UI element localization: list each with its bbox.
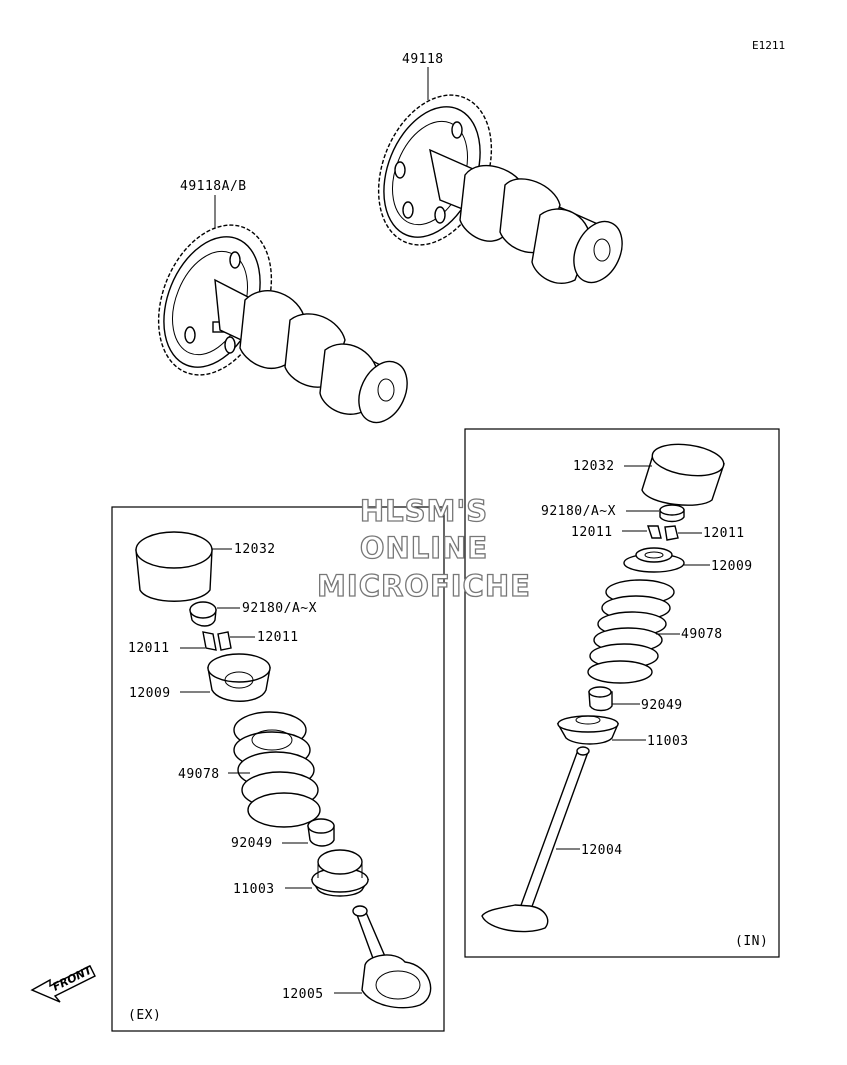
label-exhaust-camshaft[interactable]: 49118A/B <box>180 179 247 194</box>
intake-valve-stem-seal[interactable] <box>588 686 613 712</box>
exhaust-valve-stem-seal[interactable] <box>307 818 335 847</box>
exhaust-camshaft[interactable] <box>138 208 417 430</box>
watermark-line-1: HLSM'S <box>360 494 488 528</box>
label-in-12032[interactable]: 12032 <box>573 459 615 474</box>
intake-valve-keepers[interactable] <box>647 525 679 541</box>
label-in-92180[interactable]: 92180/A~X <box>541 504 616 519</box>
label-ex-49078[interactable]: 49078 <box>178 767 220 782</box>
intake-tappet[interactable] <box>641 440 726 506</box>
label-ex-12032[interactable]: 12032 <box>234 542 276 557</box>
intake-spring-retainer[interactable] <box>623 547 685 573</box>
label-in-12004[interactable]: 12004 <box>581 843 623 858</box>
label-ex-12011-a[interactable]: 12011 <box>128 641 170 656</box>
label-in-12009[interactable]: 12009 <box>711 559 753 574</box>
label-intake-camshaft[interactable]: 49118 <box>402 52 444 67</box>
intake-shim[interactable] <box>659 504 685 523</box>
intake-valve[interactable] <box>481 746 590 933</box>
label-in-12011-b[interactable]: 12011 <box>703 526 745 541</box>
intake-valve-spring[interactable] <box>587 579 675 684</box>
label-ex-11003[interactable]: 11003 <box>233 882 275 897</box>
exhaust-shim[interactable] <box>189 601 217 627</box>
label-in-11003[interactable]: 11003 <box>647 734 689 749</box>
exhaust-spring-retainer[interactable] <box>207 653 271 702</box>
label-ex-12009[interactable]: 12009 <box>129 686 171 701</box>
watermark-line-2: ONLINE <box>360 531 488 565</box>
intake-camshaft[interactable] <box>358 78 632 290</box>
watermark: HLSM'S ONLINE MICROFICHE <box>316 493 531 603</box>
label-ex-12011-b[interactable]: 12011 <box>257 630 299 645</box>
label-in-92049[interactable]: 92049 <box>641 698 683 713</box>
diagram-reference-code: E1211 <box>752 39 785 52</box>
exhaust-valve[interactable] <box>352 905 432 1009</box>
front-arrow-icon <box>30 965 96 1003</box>
exhaust-group-label: (EX) <box>128 1008 161 1023</box>
intake-group-label: (IN) <box>735 934 768 949</box>
label-ex-92180[interactable]: 92180/A~X <box>242 601 317 616</box>
exhaust-valve-keepers[interactable] <box>202 631 232 651</box>
intake-spring-seat[interactable] <box>556 715 620 745</box>
exhaust-valve-spring[interactable] <box>233 711 321 828</box>
label-ex-12005[interactable]: 12005 <box>282 987 324 1002</box>
watermark-line-3: MICROFICHE <box>317 569 531 603</box>
label-in-12011-a[interactable]: 12011 <box>571 525 613 540</box>
front-direction-marker: FRONT <box>30 963 96 1003</box>
label-in-49078[interactable]: 49078 <box>681 627 723 642</box>
exhaust-spring-seat[interactable] <box>310 849 370 897</box>
intake-valve-panel <box>464 428 780 958</box>
exhaust-valve-panel <box>111 506 445 1032</box>
exhaust-tappet[interactable] <box>135 531 213 602</box>
label-ex-92049[interactable]: 92049 <box>231 836 273 851</box>
